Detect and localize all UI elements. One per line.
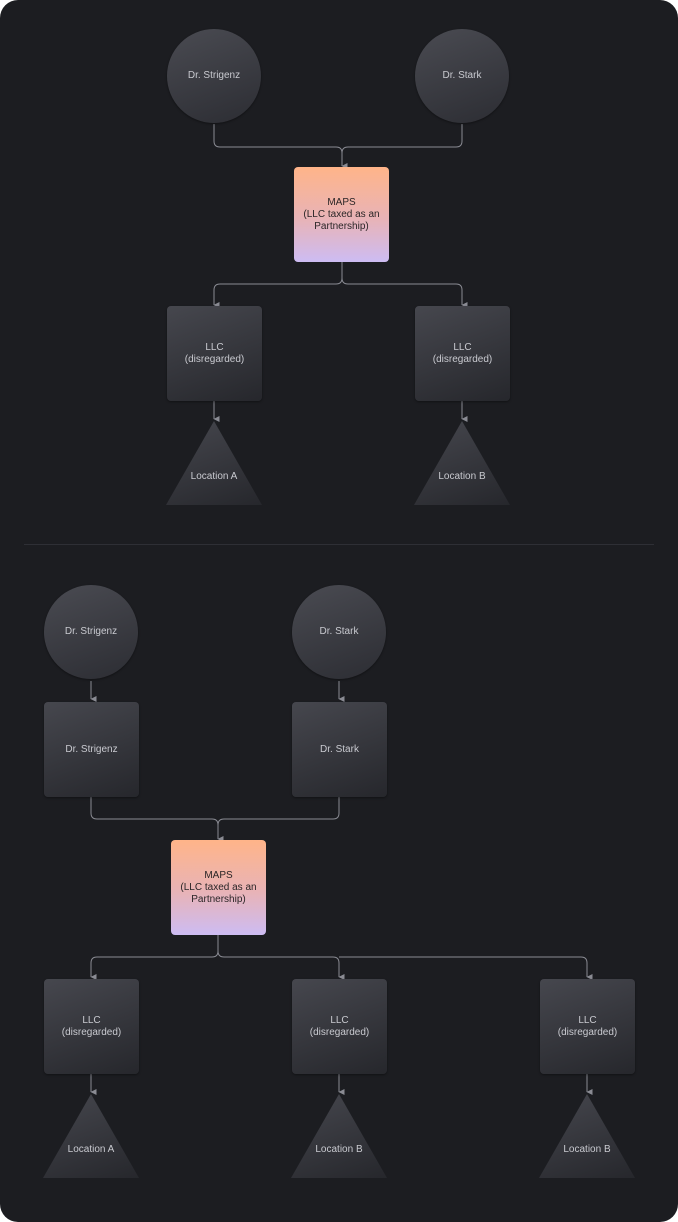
connector-bottom-maps-llc2	[217, 950, 345, 980]
owner-label: Dr. Strigenz	[64, 626, 118, 637]
llc-title: LLC	[453, 341, 472, 353]
maps-title: MAPS	[204, 869, 233, 881]
llc-subtitle: (disregarded)	[309, 1026, 370, 1038]
connector-top-owner2-maps	[341, 124, 463, 154]
location-label: Location B	[315, 1144, 363, 1155]
entity-label: Dr. Stark	[320, 743, 359, 755]
llc-subtitle: (disregarded)	[557, 1026, 618, 1038]
llc-title: LLC	[330, 1014, 349, 1026]
entity-label: Dr. Strigenz	[65, 743, 118, 755]
owner-circle-dr-strigenz: Dr. Strigenz	[44, 585, 138, 679]
maps-subtitle: (LLC taxed as an Partnership)	[180, 881, 257, 905]
maps-title: MAPS	[327, 196, 356, 208]
llc-box-left: LLC (disregarded)	[167, 306, 262, 401]
connector-top-owner1-maps	[213, 124, 348, 169]
llc-box-right: LLC (disregarded)	[540, 979, 635, 1074]
llc-subtitle: (disregarded)	[432, 353, 493, 365]
owner-label: Dr. Strigenz	[187, 70, 241, 81]
location-label: Location B	[563, 1144, 611, 1155]
maps-subtitle: (LLC taxed as an Partnership)	[303, 208, 380, 232]
owner-circle-dr-strigenz: Dr. Strigenz	[167, 29, 261, 123]
section-divider	[24, 544, 654, 545]
llc-box-right: LLC (disregarded)	[415, 306, 510, 401]
location-label: Location B	[438, 471, 486, 482]
llc-title: LLC	[578, 1014, 597, 1026]
connector-bottom-entity1-maps	[90, 797, 224, 842]
llc-title: LLC	[205, 341, 224, 353]
maps-entity-box: MAPS (LLC taxed as an Partnership)	[294, 167, 389, 262]
llc-box-left: LLC (disregarded)	[44, 979, 139, 1074]
location-label: Location A	[190, 471, 238, 482]
llc-box-middle: LLC (disregarded)	[292, 979, 387, 1074]
connector-top-maps-llc1	[213, 262, 343, 308]
owner-label: Dr. Stark	[442, 70, 482, 81]
connector-bottom-maps-llc1	[90, 935, 219, 980]
connector-bottom-maps-llc3	[339, 956, 593, 980]
maps-entity-box: MAPS (LLC taxed as an Partnership)	[171, 840, 266, 935]
connector-bottom-entity2-maps	[217, 797, 340, 826]
owner-circle-dr-stark: Dr. Stark	[415, 29, 509, 123]
location-label: Location A	[67, 1144, 115, 1155]
owner-label: Dr. Stark	[319, 626, 359, 637]
connector-top-maps-llc2	[341, 277, 468, 308]
llc-subtitle: (disregarded)	[61, 1026, 122, 1038]
llc-title: LLC	[82, 1014, 101, 1026]
llc-subtitle: (disregarded)	[184, 353, 245, 365]
entity-box-dr-strigenz: Dr. Strigenz	[44, 702, 139, 797]
entity-box-dr-stark: Dr. Stark	[292, 702, 387, 797]
owner-circle-dr-stark: Dr. Stark	[292, 585, 386, 679]
